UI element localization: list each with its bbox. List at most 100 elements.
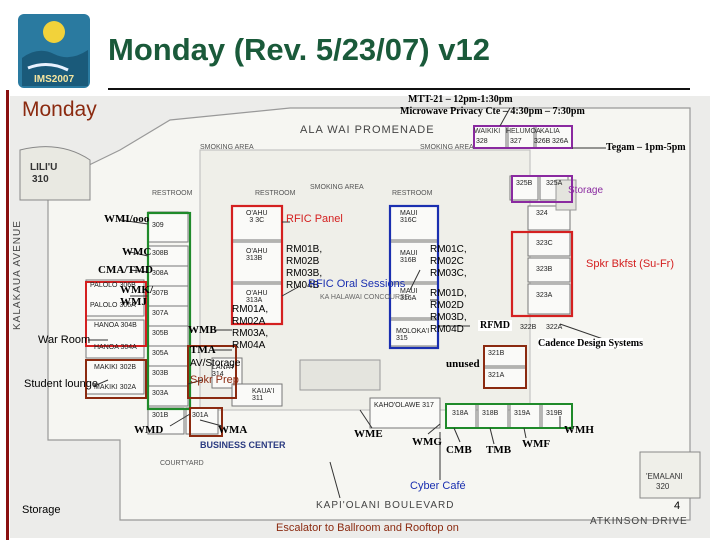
wma-label: WMA bbox=[218, 424, 248, 436]
student-lounge-box bbox=[85, 359, 147, 399]
green-room-box bbox=[146, 211, 192, 411]
cma-label: CMA/TMD bbox=[98, 264, 153, 276]
rfic-oral-label: RFIC Oral Sessions bbox=[308, 278, 406, 290]
tmb-label: TMB bbox=[486, 444, 512, 456]
room-num: 308A bbox=[152, 270, 169, 277]
rm-d-group: RM01D, RM02D RM03D, RM04D bbox=[430, 288, 467, 336]
student-lounge-label: Student lounge bbox=[24, 378, 99, 390]
spkr-prep-label: Spkr Prep bbox=[190, 374, 239, 386]
room-num: 319B bbox=[546, 410, 563, 417]
map-restroom-2: RESTROOM bbox=[255, 190, 296, 197]
room-num: 301B bbox=[152, 412, 169, 419]
tegam-label: Tegam – 1pm-5pm bbox=[606, 142, 686, 153]
page-number: 4 bbox=[674, 500, 681, 512]
map-waikiki: WAIKIKI bbox=[474, 128, 501, 135]
room-num: 318B bbox=[482, 410, 499, 417]
rm03a-label: RM03A, bbox=[232, 328, 269, 339]
room-num: 327 bbox=[510, 138, 522, 145]
rm04d-label: RM04D bbox=[430, 324, 464, 335]
unused-label: unused bbox=[446, 358, 480, 370]
room-num: 323B bbox=[536, 266, 553, 273]
tegam-box bbox=[473, 125, 573, 149]
escalator-label: Escalator to Ballroom and Rooftop on bbox=[276, 522, 459, 534]
map-courtyard: COURTYARD bbox=[160, 460, 204, 467]
room-num: 324 bbox=[536, 210, 548, 217]
map-kalakaua: KALAKAUA AVENUE bbox=[12, 220, 23, 330]
map-room-hanoa-1: HANOA 304B bbox=[94, 322, 137, 329]
room-num: 305A bbox=[152, 350, 169, 357]
map-restroom-1: RESTROOM bbox=[152, 190, 193, 197]
left-accent-bar bbox=[6, 90, 9, 540]
map-atkinson: ATKINSON DRIVE bbox=[590, 516, 688, 527]
rfmd-label: RFMD bbox=[478, 320, 512, 331]
room-num: 323C bbox=[536, 240, 553, 247]
map-liliu: LILI'U bbox=[30, 162, 58, 173]
cadence-label: Cadence Design Systems bbox=[538, 338, 643, 349]
map-room-palolo-1: PALOLO 306B bbox=[90, 282, 136, 289]
logo-text: IMS2007 bbox=[34, 74, 74, 85]
room-num: 303B bbox=[152, 370, 169, 377]
wmd-label: WMD bbox=[134, 424, 164, 436]
cyber-cafe-label: Cyber Café bbox=[410, 480, 466, 492]
wmh-label: WMH bbox=[564, 424, 594, 436]
rm-b-group: RM01B, RM02B RM03B, RM04B bbox=[286, 244, 322, 292]
microwave-label: Microwave Privacy Cte – 4:30pm – 7:30pm bbox=[400, 106, 585, 117]
av-storage-box bbox=[187, 345, 237, 399]
room-num: 307A bbox=[152, 310, 169, 317]
wmj-label: WMJ bbox=[120, 296, 147, 308]
map-smoking-area: SMOKING AREA bbox=[200, 144, 254, 151]
room-num: 307B bbox=[152, 290, 169, 297]
war-room-label: War Room bbox=[38, 334, 91, 346]
rm02a-label: RM02A bbox=[232, 316, 266, 327]
war-room-box bbox=[85, 281, 147, 347]
room-num: 325B bbox=[516, 180, 533, 187]
room-num: 303A bbox=[152, 390, 169, 397]
room-num: 326B bbox=[534, 138, 551, 145]
map-kalia: KALIA bbox=[540, 128, 560, 135]
map-kapiolani-blvd: KAPI'OLANI BOULEVARD bbox=[316, 500, 455, 511]
spkr-prep-box bbox=[189, 407, 223, 437]
map-ala-wai-promenade: ALA WAI PROMENADE bbox=[300, 124, 435, 136]
room-num: 305B bbox=[152, 330, 169, 337]
room-num: 321B bbox=[488, 350, 505, 357]
map-helumoa: HELUMOA bbox=[506, 128, 541, 135]
map-room-palolo-2: PALOLO 306A bbox=[90, 302, 136, 309]
rm03d-label: RM03D, bbox=[430, 312, 467, 323]
wmi-label: WMI/ooo bbox=[104, 213, 150, 225]
storage-top-label: Storage bbox=[568, 185, 604, 196]
room-num: 301A bbox=[192, 412, 209, 419]
wmk-label: WMK/ bbox=[120, 284, 153, 296]
rm02d-label: RM02D bbox=[430, 300, 464, 311]
map-liliu-num: 310 bbox=[32, 174, 49, 185]
wmf-label: WMF bbox=[522, 438, 551, 450]
rfic-left-box bbox=[230, 204, 284, 326]
rm04a-label: RM04A bbox=[232, 340, 266, 351]
spkr-bkfst-label: Spkr Bkfst (Su-Fr) bbox=[586, 258, 675, 270]
map-room-hanoa-2: HANOA 304A bbox=[94, 344, 137, 351]
map-room-kahoolawe: KAHO'OLAWE 317 bbox=[374, 402, 434, 409]
wmc-label: WMC bbox=[122, 246, 152, 258]
cmb-label: CMB bbox=[446, 444, 472, 456]
room-num: 323A bbox=[536, 292, 553, 299]
rm01c-label: RM01C, bbox=[430, 244, 467, 255]
av-storage-label: AV/Storage bbox=[190, 358, 241, 369]
map-emalani: 'EMALANI bbox=[646, 472, 683, 481]
map-smoking-area-2: SMOKING AREA bbox=[310, 184, 364, 191]
monday-label: Monday bbox=[22, 98, 97, 121]
map-concourse: KA HALAWAI CONCOURSE bbox=[320, 294, 410, 301]
storage-top-box bbox=[511, 175, 573, 203]
rm04b-label: RM04B bbox=[286, 280, 320, 291]
rm-c-group: RM01C, RM02C RM03C, bbox=[430, 244, 467, 280]
map-restroom-3: RESTROOM bbox=[392, 190, 433, 197]
unused-box bbox=[483, 345, 527, 389]
title-rule bbox=[108, 88, 690, 90]
room-num: 322A bbox=[546, 324, 563, 331]
